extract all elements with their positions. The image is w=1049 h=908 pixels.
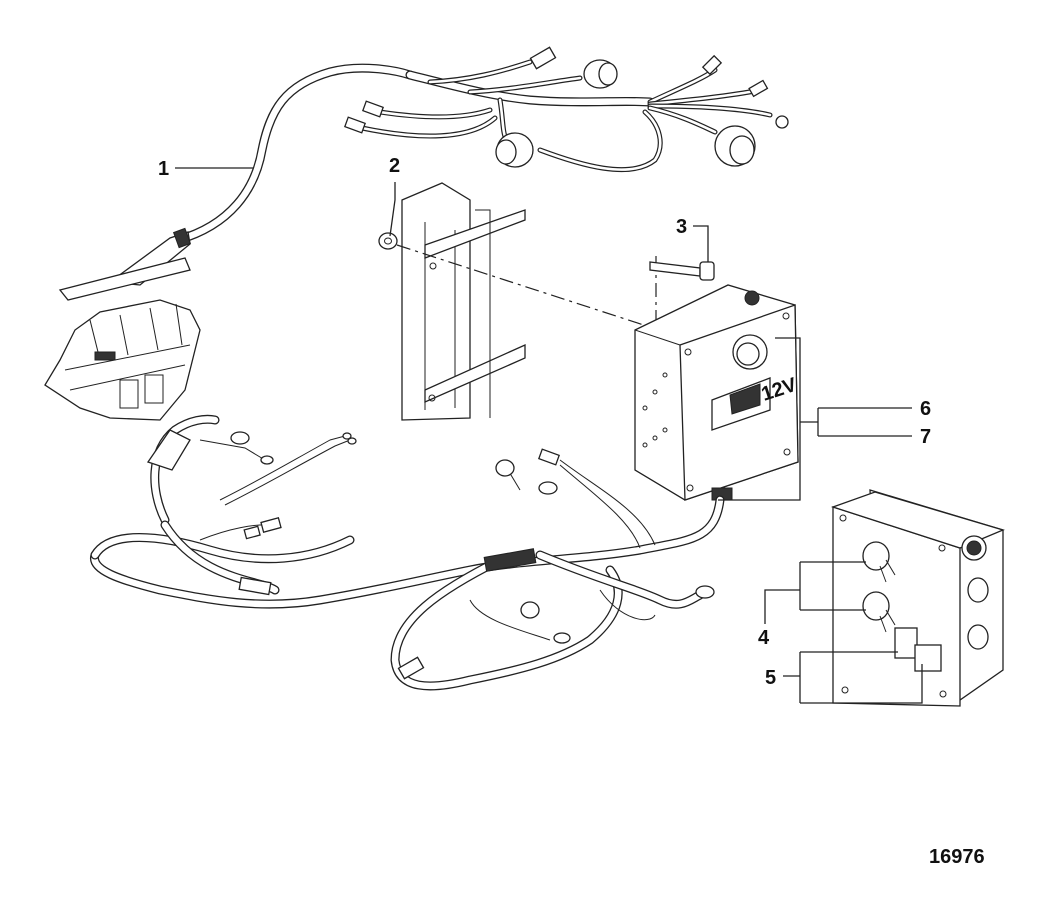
callout-6-label: 6 [920,398,931,420]
alignment-line [396,244,691,341]
callout-5: 5 [765,651,923,704]
callout-7: 7 [920,426,931,448]
callout-4: 4 [758,561,866,649]
callout-7-label: 7 [920,426,931,448]
figure-number: 16976 [929,846,985,868]
callout-6-7-leader [718,337,912,501]
callout-6: 6 [920,398,931,420]
mounting-bracket [401,182,526,421]
control-module [44,299,201,421]
washer [378,232,398,250]
callout-2: 2 [389,155,400,237]
callout-1-label: 1 [158,158,169,180]
lower-wiring-harness [90,414,725,691]
callout-4-label: 4 [758,627,770,649]
electrical-box: 12V [634,284,800,501]
callout-3-label: 3 [676,216,687,238]
switch-panel [830,489,1005,707]
callout-2-label: 2 [389,155,400,177]
callout-1: 1 [158,158,253,180]
callout-5-label: 5 [765,667,776,689]
screw [649,261,715,281]
callout-3: 3 [676,216,709,262]
upper-wiring-harness [58,46,789,301]
